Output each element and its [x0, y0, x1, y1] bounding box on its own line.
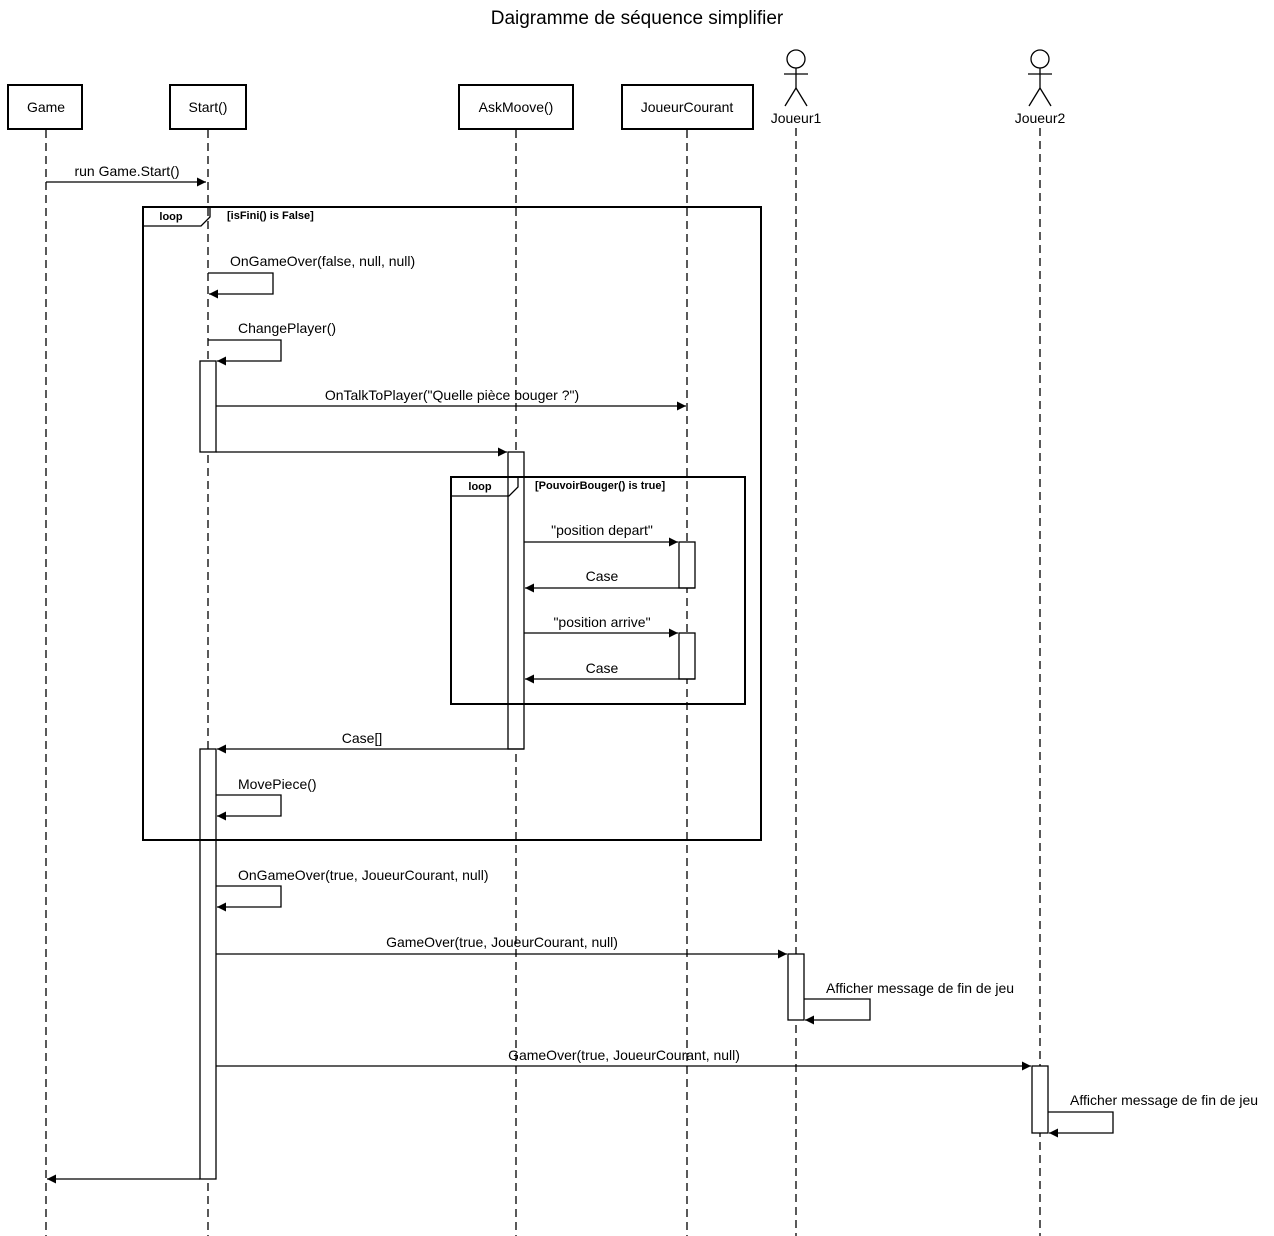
message-game-over-joueur1-label: GameOver(true, JoueurCourant, null) [386, 934, 618, 950]
message-afficher-joueur1-label: Afficher message de fin de jeu [826, 980, 1014, 996]
participant-askmoove: AskMoove() [458, 84, 574, 130]
diagram-title: Daigramme de séquence simplifier [491, 8, 784, 29]
activation-joueur1 [787, 953, 805, 1021]
participant-joueur-courant-label: JoueurCourant [641, 99, 734, 115]
message-afficher-joueur1: Afficher message de fin de jeu [804, 980, 1014, 1025]
message-position-depart-label: "position depart" [551, 522, 653, 538]
loop-frame-inner: loop [PouvoirBouger() is true] [450, 476, 746, 705]
message-case-return-2: Case [525, 660, 695, 684]
participant-start-label: Start() [189, 99, 228, 115]
message-case-array-return-label: Case[] [342, 730, 382, 746]
message-case-return-1: Case [525, 568, 695, 593]
message-run-start: run Game.Start() [46, 163, 206, 187]
message-on-game-over-false: OnGameOver(false, null, null) [208, 253, 415, 299]
activation-joueur-courant-2 [678, 632, 696, 680]
message-on-game-over-true-label: OnGameOver(true, JoueurCourant, null) [238, 867, 489, 883]
loop-frame-outer: loop [isFini() is False] [142, 206, 762, 841]
participant-askmoove-label: AskMoove() [479, 99, 554, 115]
message-move-piece-label: MovePiece() [238, 776, 317, 792]
message-on-game-over-true: OnGameOver(true, JoueurCourant, null) [216, 867, 489, 912]
message-game-over-joueur2: GameOver(true, JoueurCourant, null) [216, 1047, 1031, 1071]
participant-game: Game [7, 84, 83, 130]
stick-figure-icon [784, 49, 808, 107]
message-afficher-joueur2-label: Afficher message de fin de jeu [1070, 1092, 1258, 1108]
message-position-depart: "position depart" [524, 522, 678, 547]
activation-joueur2 [1031, 1065, 1049, 1134]
message-position-arrive: "position arrive" [524, 614, 678, 638]
activation-start-1 [199, 360, 217, 453]
loop-outer-tag: loop [159, 211, 182, 223]
message-game-over-joueur1: GameOver(true, JoueurCourant, null) [216, 934, 787, 959]
message-run-start-label: run Game.Start() [74, 163, 179, 179]
actor-joueur1: Joueur1 [771, 49, 822, 126]
actor-joueur1-label: Joueur1 [771, 110, 822, 126]
loop-inner-tag: loop [468, 481, 491, 493]
activation-start-2 [199, 748, 217, 1180]
message-game-over-joueur2-label: GameOver(true, JoueurCourant, null) [508, 1047, 740, 1063]
participant-joueur-courant: JoueurCourant [621, 84, 754, 130]
actor-joueur2: Joueur2 [1015, 49, 1066, 126]
message-move-piece: MovePiece() [216, 776, 317, 821]
message-case-return-2-label: Case [586, 660, 619, 676]
actor-joueur2-label: Joueur2 [1015, 110, 1066, 126]
message-on-talk-to-player-label: OnTalkToPlayer("Quelle pièce bouger ?") [325, 387, 579, 403]
message-change-player: ChangePlayer() [208, 320, 336, 366]
loop-inner-guard: [PouvoirBouger() is true] [535, 480, 666, 492]
message-on-game-over-false-label: OnGameOver(false, null, null) [230, 253, 415, 269]
message-change-player-label: ChangePlayer() [238, 320, 336, 336]
message-on-talk-to-player: OnTalkToPlayer("Quelle pièce bouger ?") [216, 387, 686, 411]
activation-joueur-courant-1 [678, 541, 696, 589]
participant-start: Start() [169, 84, 247, 130]
message-afficher-joueur2: Afficher message de fin de jeu [1048, 1092, 1258, 1138]
loop-outer-guard: [isFini() is False] [227, 210, 314, 222]
message-case-return-1-label: Case [586, 568, 619, 584]
participant-game-label: Game [27, 99, 65, 115]
stick-figure-icon [1028, 49, 1052, 107]
message-case-array-return: Case[] [217, 730, 524, 754]
message-position-arrive-label: "position arrive" [553, 614, 650, 630]
